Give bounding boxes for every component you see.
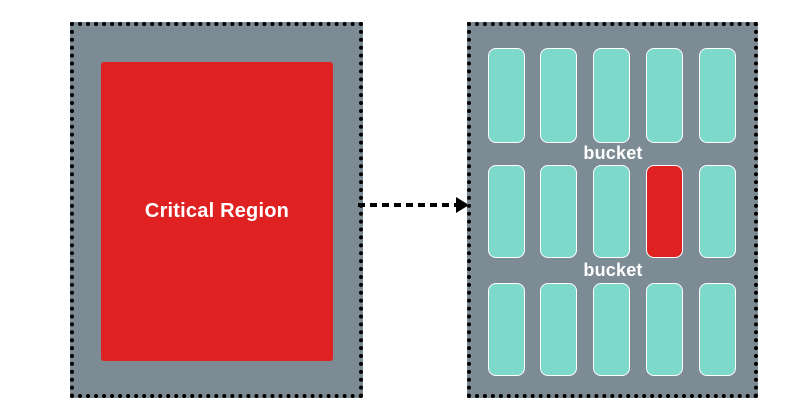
slot <box>699 283 736 376</box>
slot <box>488 283 525 376</box>
slot <box>593 48 630 143</box>
slot <box>593 283 630 376</box>
slot <box>646 48 683 143</box>
slot <box>540 165 577 258</box>
slot <box>488 165 525 258</box>
arrow-icon <box>358 197 469 213</box>
slot <box>646 283 683 376</box>
slot <box>593 165 630 258</box>
critical-region-label: Critical Region <box>144 200 290 222</box>
slot <box>540 48 577 143</box>
bucket-label: bucket <box>583 260 643 280</box>
critical-region-block: Critical Region <box>101 62 333 361</box>
bucket-label: bucket <box>583 143 643 163</box>
critical-region-container: Critical Region <box>70 22 363 398</box>
bucket-array-container: bucket bucket <box>467 22 758 398</box>
slot <box>699 48 736 143</box>
slot <box>699 165 736 258</box>
slot <box>540 283 577 376</box>
locked-slot <box>646 165 683 258</box>
slot <box>488 48 525 143</box>
